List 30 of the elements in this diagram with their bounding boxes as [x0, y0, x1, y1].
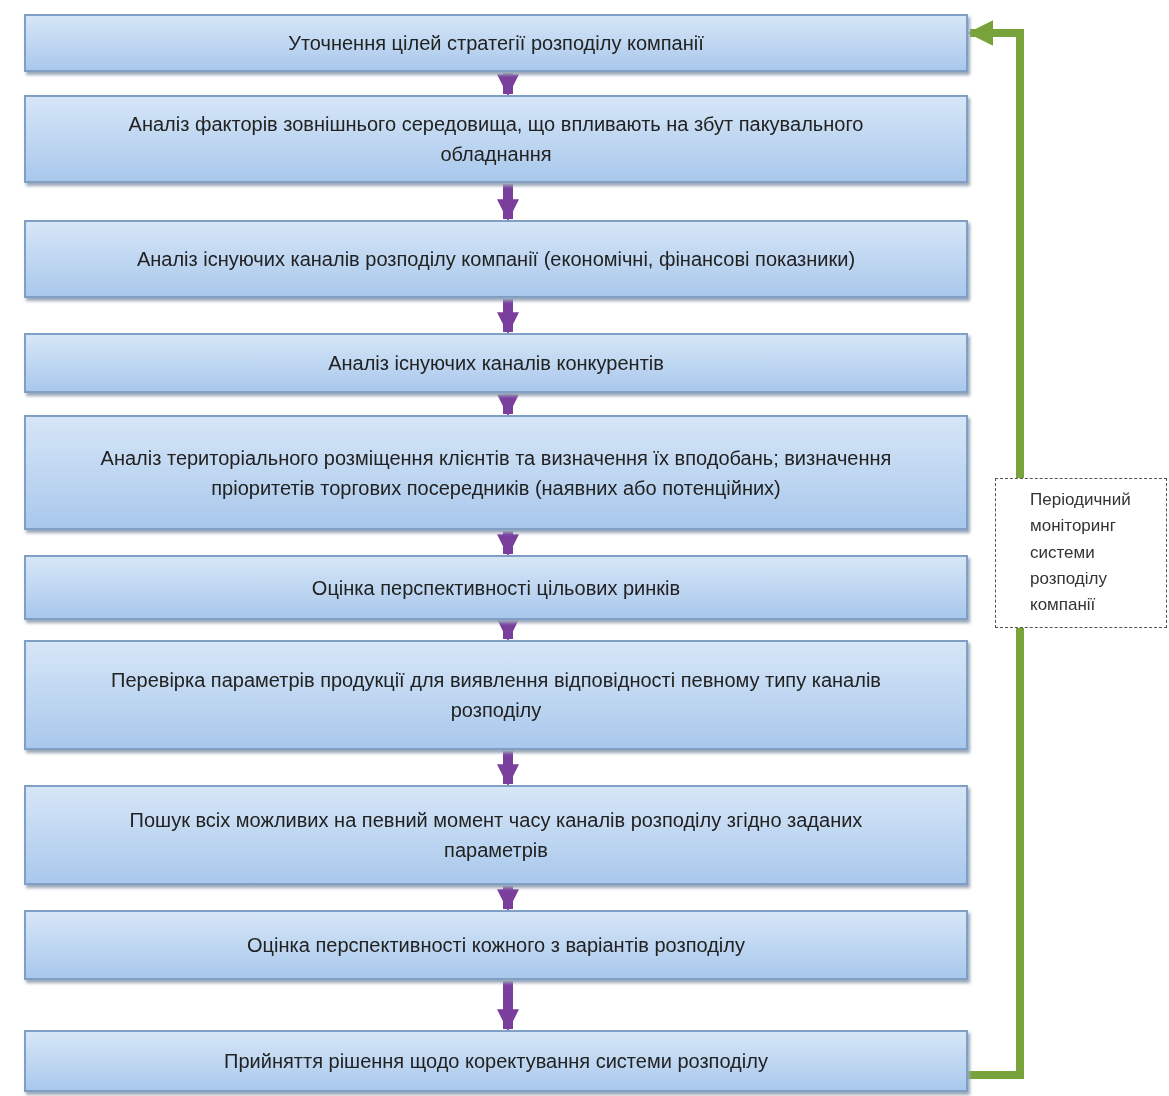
step-text: Аналіз існуючих каналів конкурентів [328, 351, 664, 376]
process-box [24, 910, 968, 980]
step-text: Перевірка параметрів продукції для виявлення відповідності певному типу каналів розподілу [110, 668, 882, 723]
process-box [24, 555, 968, 620]
process-box [24, 333, 968, 393]
step-text: Уточнення цілей стратегії розподілу компанії [288, 31, 704, 56]
process-box [24, 640, 968, 750]
process-box [24, 220, 968, 298]
arrow [497, 394, 519, 417]
step-text: Аналіз існуючих каналів розподілу компанії (економічні, фінансові показники) [136, 247, 856, 272]
step-text: Оцінка перспективності кожного з варіантів розподілу [247, 933, 745, 958]
arrow [497, 73, 519, 97]
arrow [497, 751, 519, 787]
edge-label: Періодичний моніторинг системи розподілу компанії [995, 478, 1167, 628]
arrow [497, 531, 519, 557]
step-text: Пошук всіх можливих на певний момент часу каналів розподілу згідно заданих параметрів [128, 808, 864, 863]
step-text: Прийняття рішення щодо коректування системи розподілу [224, 1049, 768, 1074]
arrow [497, 619, 519, 642]
process-box [24, 1030, 968, 1092]
arrow [497, 886, 519, 912]
process-box [24, 415, 968, 530]
step-text: Аналіз територіального розміщення клієнтів та визначення їх вподобань; визначення пріоритетів торгових посередників (наявних або потенційних) [99, 445, 893, 501]
arrow [497, 299, 519, 335]
arrow [497, 184, 519, 222]
step-text: Оцінка перспективності цільових ринків [311, 575, 681, 601]
step-text: Аналіз факторів зовнішнього середовища, що впливають на збут пакувального обладнання [127, 112, 865, 167]
process-box [24, 95, 968, 183]
arrow [497, 981, 519, 1032]
process-box [24, 14, 968, 72]
process-box [24, 785, 968, 885]
